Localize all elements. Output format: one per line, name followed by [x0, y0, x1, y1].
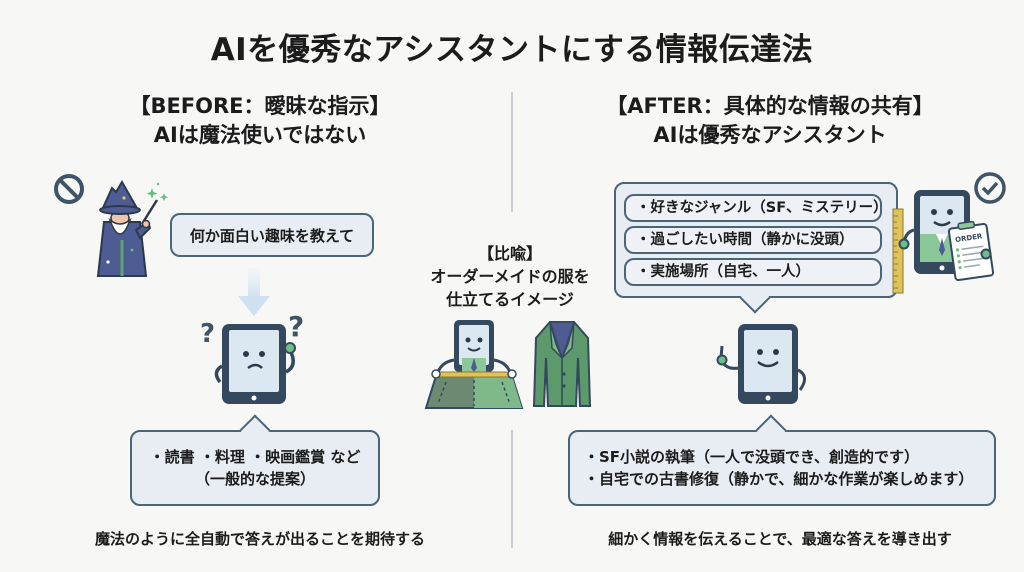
after-heading-line1: 【AFTER：具体的な情報の共有】: [606, 94, 934, 118]
check-circle-icon: [974, 172, 1006, 204]
before-heading-line2: AIは魔法使いではない: [153, 123, 367, 147]
question-mark-icon: ?: [288, 312, 304, 343]
info-item: ・実施場所（自宅、一人）: [624, 258, 882, 286]
metaphor-line3: 仕立てるイメージ: [446, 290, 574, 309]
specific-response-bubble: ・SF小説の執筆（一人で没頭でき、創造的です） ・自宅での古書修復（静かで、細か…: [568, 414, 996, 506]
info-bubble: ・好きなジャンル（SF、ミステリー） ・過ごしたい時間（静かに没頭） ・実施場所…: [614, 182, 898, 314]
info-item: ・好きなジャンル（SF、ミステリー）: [624, 194, 888, 222]
before-heading-line1: 【BEFORE：曖昧な指示】: [129, 94, 391, 118]
bubble-tail: [739, 282, 771, 314]
specific-response-item: ・自宅での古書修復（静かで、細かな作業が楽しめます）: [584, 470, 974, 488]
metaphor-label: 【比喩】 オーダーメイドの服を 仕立てるイメージ: [410, 242, 610, 311]
suit-jacket-icon: [532, 321, 592, 407]
tailor-tablet-icon: [424, 320, 524, 409]
down-arrow-icon: [238, 268, 270, 316]
generic-response-line2: （一般的な提案）: [194, 470, 315, 488]
question-mark-icon: ?: [200, 319, 215, 349]
after-heading-line2: AIは優秀なアシスタント: [653, 123, 887, 147]
metaphor-line2: オーダーメイドの服を: [430, 267, 590, 286]
clipboard-icon: ORDER: [947, 220, 995, 282]
bubble-tail: [239, 414, 271, 446]
wizard-icon: [96, 180, 169, 277]
confused-tablet-icon: ? ?: [200, 312, 304, 404]
metaphor-line1: 【比喩】: [477, 244, 542, 263]
happy-tablet-icon: [716, 324, 806, 404]
bubble-tail: [755, 414, 787, 446]
generic-response-bubble: ・読書 ・料理 ・映画鑑賞 など （一般的な提案）: [130, 414, 380, 506]
specific-response-item: ・SF小説の執筆（一人で没頭でき、創造的です）: [584, 448, 920, 466]
divider-bottom: [511, 430, 513, 548]
after-caption: 細かく情報を伝えることで、最適な答えを導き出す: [608, 530, 952, 548]
ruler-icon: [892, 208, 904, 294]
divider-top: [511, 92, 513, 212]
page-title: AIを優秀なアシスタントにする情報伝達法: [210, 32, 814, 68]
assistant-tablet-icon: ORDER: [898, 190, 995, 282]
prompt-bubble: 何か面白い趣味を教えて: [170, 213, 374, 257]
prompt-text: 何か面白い趣味を教えて: [189, 226, 355, 245]
order-label: ORDER: [955, 232, 984, 244]
prohibited-icon: [54, 174, 84, 204]
before-heading: 【BEFORE：曖昧な指示】 AIは魔法使いではない: [60, 92, 460, 150]
after-heading: 【AFTER：具体的な情報の共有】 AIは優秀なアシスタント: [560, 92, 980, 150]
info-item: ・過ごしたい時間（静かに没頭）: [624, 226, 882, 254]
before-caption: 魔法のように全自動で答えが出ることを期待する: [94, 530, 425, 548]
generic-response-line1: ・読書 ・料理 ・映画鑑賞 など: [149, 448, 361, 466]
